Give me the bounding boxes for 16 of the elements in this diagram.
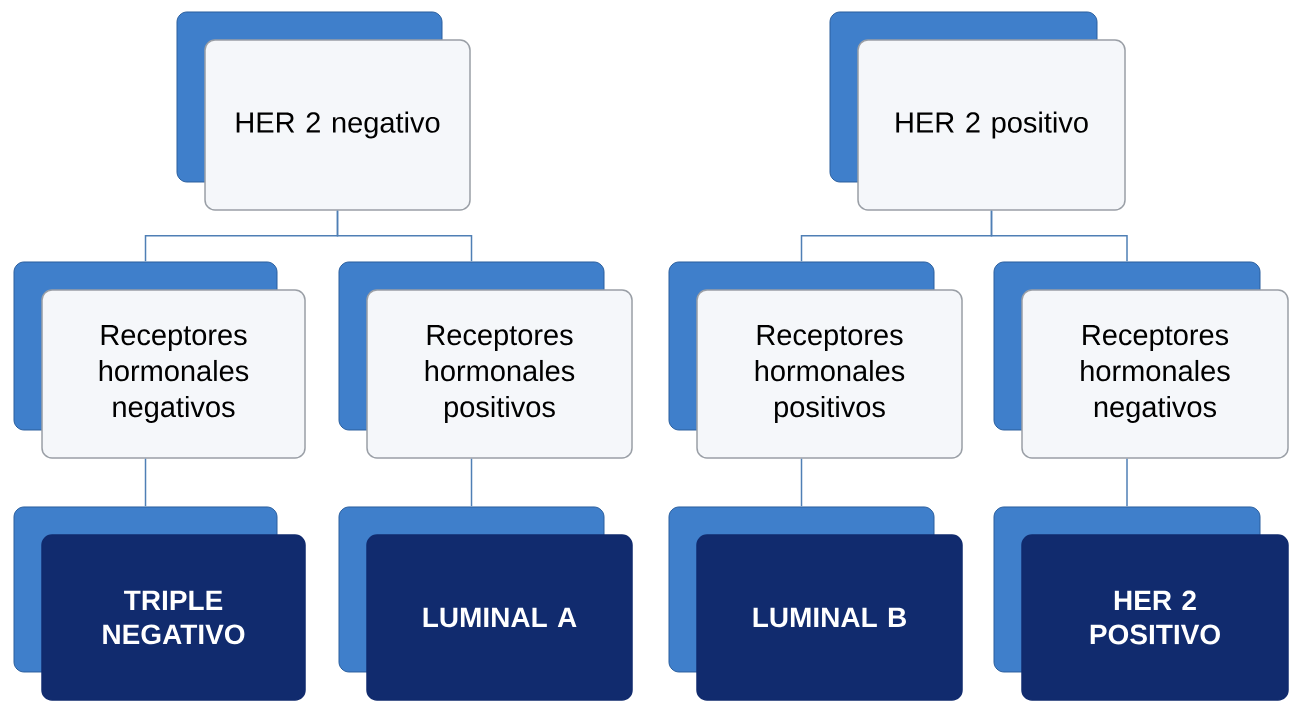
process-box: HER 2 negativo <box>176 11 471 211</box>
connector-line <box>800 458 803 507</box>
connector-line <box>470 458 473 507</box>
connector-line <box>1126 458 1128 507</box>
process-box: LUMINAL B <box>668 506 963 701</box>
process-box: TRIPLE NEGATIVO <box>13 506 306 701</box>
process-box: HER 2 POSITIVO <box>993 506 1289 701</box>
connector-line <box>144 458 147 507</box>
connector-line <box>990 210 1128 262</box>
process-box: HER 2 positivo <box>829 11 1126 211</box>
process-box: LUMINAL A <box>338 506 633 701</box>
connector-line <box>336 210 473 262</box>
process-box: Receptores hormonales positivos <box>668 261 963 459</box>
process-box: Receptores hormonales negativos <box>13 261 306 459</box>
process-box: Receptores hormonales positivos <box>338 261 633 459</box>
process-box: Receptores hormonales negativos <box>993 261 1289 459</box>
